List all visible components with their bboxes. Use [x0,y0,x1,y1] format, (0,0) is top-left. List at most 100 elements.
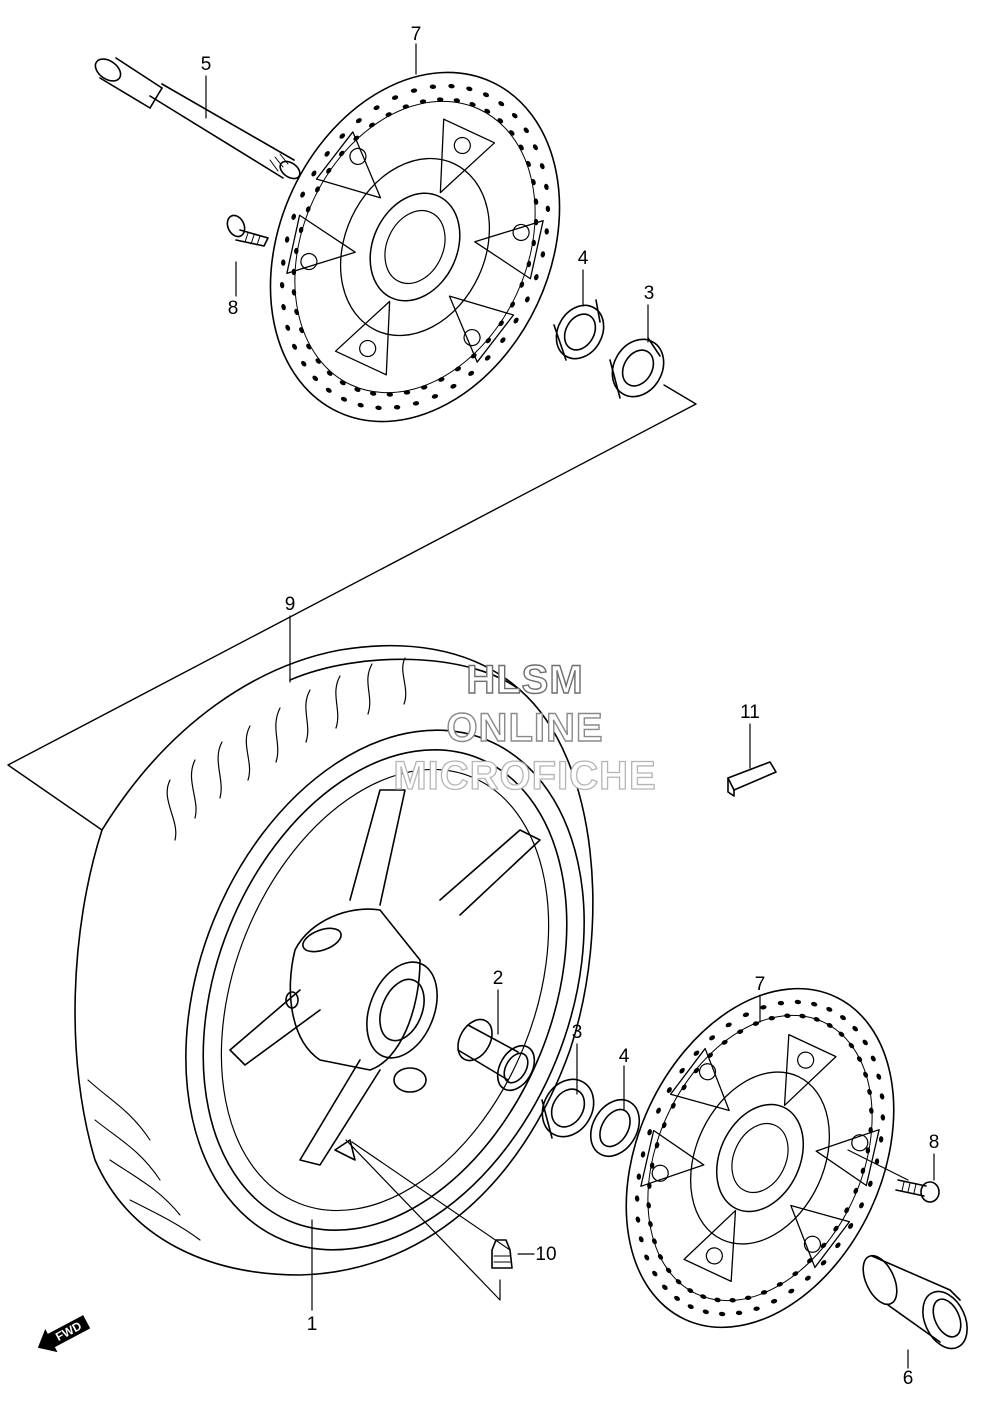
disc-hole [373,105,380,111]
callout-10: 10 [535,1244,556,1265]
watermark-line-1: HLSM [466,658,584,702]
disc-hole [853,1187,859,1194]
disc-hole [470,353,477,359]
disc-hole [826,1022,833,1028]
disc-hole [657,1254,664,1260]
disc-hole [636,1173,642,1180]
oil-seal-upper [553,299,605,361]
disc-hole [707,1052,713,1058]
disc-hole [648,1220,653,1228]
brake-disc-lower [625,987,895,1329]
disc-hole [291,289,297,296]
disc-hole [649,1162,655,1169]
callout-8-upper: 8 [228,298,239,319]
disc-hole [725,1022,732,1028]
disc-hole [300,191,306,198]
disc-hole [770,1298,778,1304]
disc-hole [760,1290,768,1295]
disc-hole [661,1122,667,1129]
disc-hole [498,320,504,327]
bolt-upper [226,214,269,247]
disc-hole [453,98,461,103]
disc-hole [647,1182,652,1189]
oil-seal-lower [589,1098,641,1158]
disc-hole [860,1167,866,1174]
disc-hole [301,360,307,367]
disc-hole [281,303,286,311]
disc-hole [532,144,538,151]
disc-hole [540,251,546,258]
disc-hole [299,327,304,334]
disc-hole [640,1151,646,1158]
disc-hole [355,118,362,124]
disc-hole [421,385,428,390]
disc-hole [693,1067,700,1074]
disc-hole [656,1107,661,1114]
disc-hole [752,1021,760,1026]
disc-hole [533,218,539,226]
watermark-line-3: MICROFICHE [393,754,657,798]
disc-hole [368,122,375,128]
disc-hole [531,239,536,247]
disc-hole [391,95,399,100]
disc-hole [714,1297,721,1303]
disc-hole [431,394,439,399]
disc-hole [709,1035,716,1041]
disc-hole [876,1073,882,1080]
disc-hole [279,282,285,289]
disc-hole [859,1202,864,1209]
disc-hole [848,1042,855,1049]
fwd-direction-badge: FWD [37,1315,91,1353]
disc-hole [862,1039,868,1046]
disc-hole [820,1260,827,1266]
disc-hole [534,274,539,281]
disc-hole [410,88,418,93]
disc-hole [402,104,409,109]
disc-hole [305,206,311,213]
disc-hole [448,83,455,89]
disc-hole [852,1026,858,1032]
disc-hole [651,1238,657,1245]
disc-hole [638,1236,644,1243]
disc-hole [870,1055,876,1062]
disc-hole [311,170,317,177]
callout-11: 11 [740,702,760,723]
disc-hole [403,390,411,395]
disc-hole [292,343,298,350]
disc-hole [811,1001,818,1007]
disc-hole [519,281,525,288]
disc-hole [429,84,437,89]
disc-hole [792,1271,799,1277]
disc-hole [878,1136,884,1143]
disc-hole [369,391,377,396]
disc-hole [339,133,346,139]
callout-8-lower: 8 [929,1132,940,1153]
disc-hole [670,1102,676,1109]
disc-hole [835,1242,841,1249]
disc-hole [524,296,530,303]
disc-hole [455,366,462,372]
disc-hole [326,370,333,376]
disc-hole [306,343,312,350]
disc-hole [838,1031,845,1037]
disc-hole [745,1295,752,1301]
disc-hole [777,1000,785,1006]
disc-hole [813,1017,820,1022]
disc-hole [385,112,392,117]
disc-hole [737,1029,744,1035]
disc-hole [518,144,524,151]
callout-3-lower: 3 [572,1022,583,1043]
disc-hole [700,1294,707,1299]
disc-hole [436,97,444,102]
arrow-icon [37,1315,91,1353]
disc-hole [466,86,473,92]
spacer-right [862,1254,968,1350]
disc-hole [868,1127,873,1134]
disc-hole [544,183,549,191]
disc-hole [482,92,490,98]
explode-boundary-line [7,384,697,831]
disc-hole [509,130,515,136]
disc-hole [526,260,532,268]
disc-hole [325,387,332,393]
disc-hole [326,167,332,174]
